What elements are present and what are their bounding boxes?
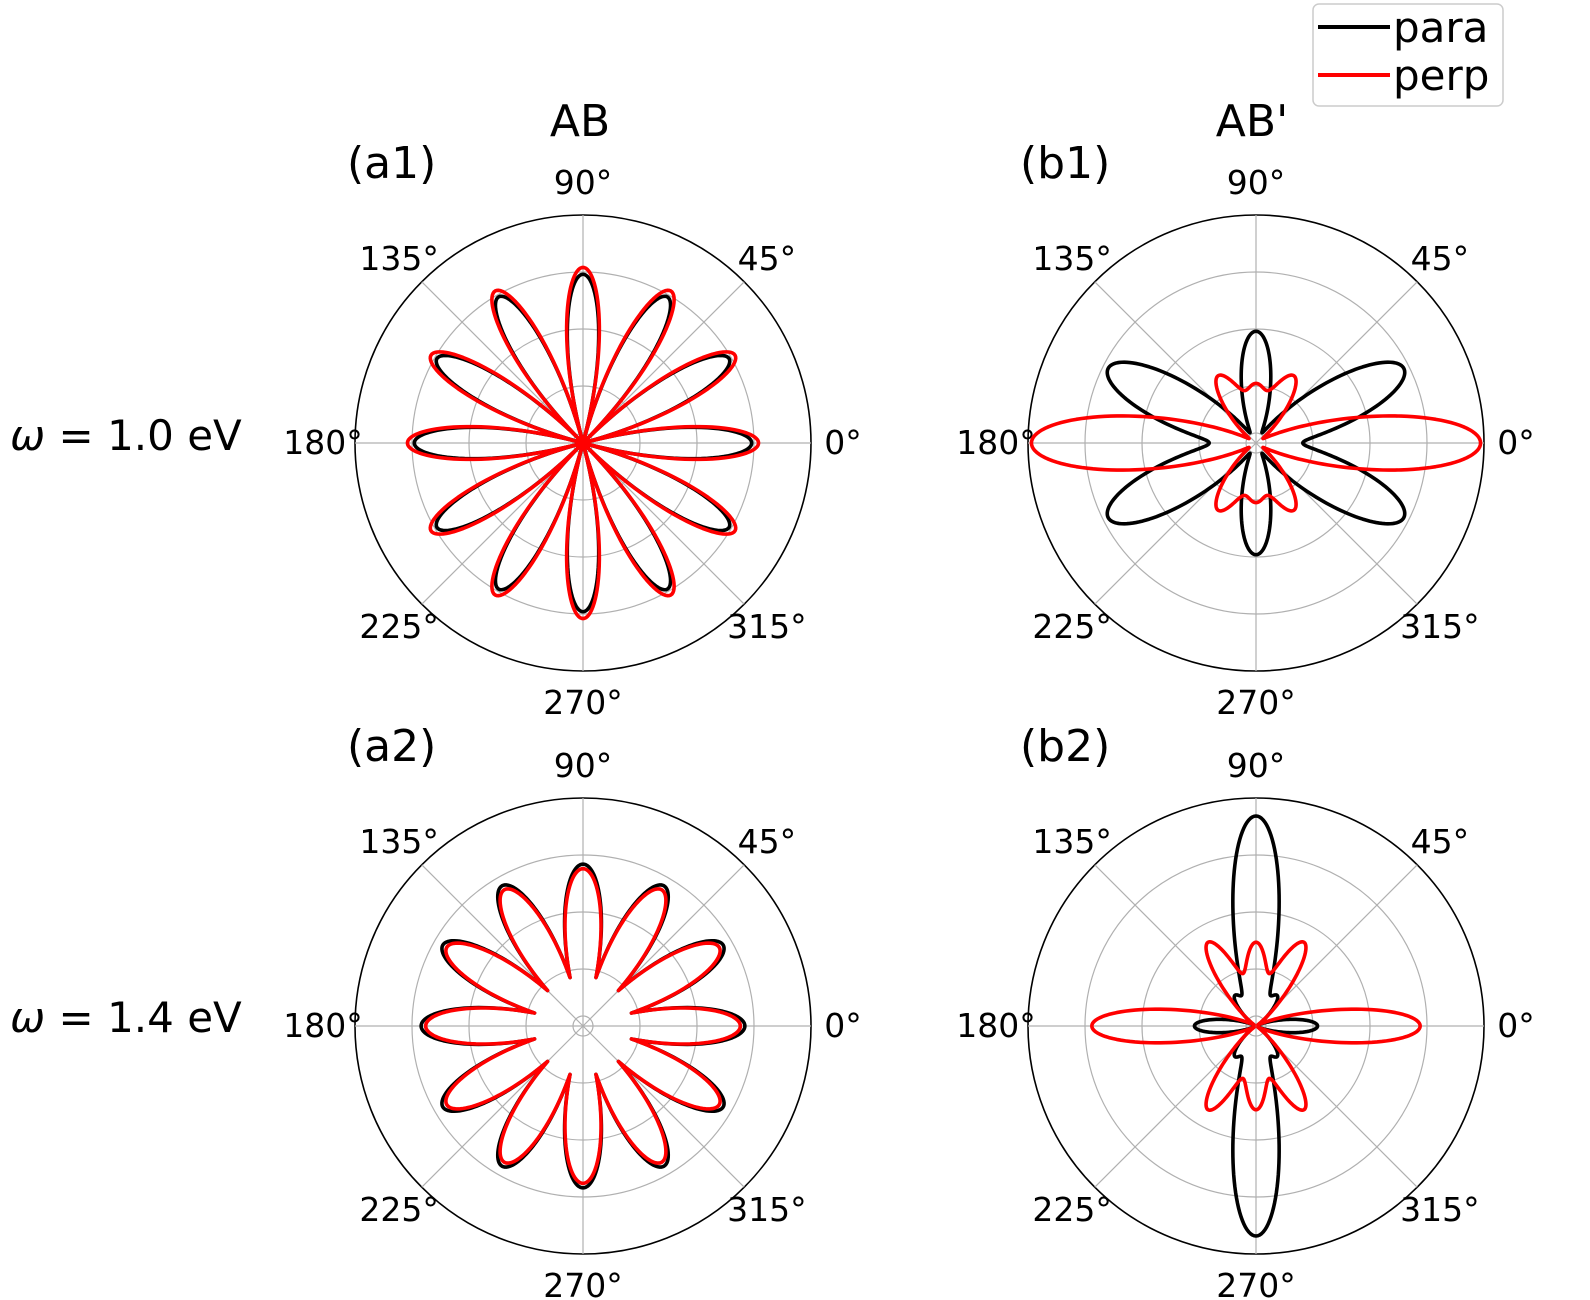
angle-tick-label: 225° bbox=[359, 607, 439, 646]
angle-tick-label: 270° bbox=[1216, 1266, 1296, 1300]
angle-tick-label: 180° bbox=[283, 423, 363, 462]
angle-tick-label: 90° bbox=[554, 163, 613, 202]
legend-frame bbox=[1312, 3, 1504, 107]
panel-a1: 0° 45° 90° 135° 180° 225° 270° 315° (a1) bbox=[283, 138, 862, 722]
angle-tick-label: 180° bbox=[283, 1006, 363, 1045]
row-label-2-value: = 1.4 eV bbox=[45, 993, 242, 1042]
row-label-1-symbol: ω bbox=[10, 411, 45, 460]
panel-label: (a1) bbox=[347, 138, 436, 189]
angle-tick-label: 315° bbox=[727, 1190, 807, 1229]
panel-b2: 0° 45° 90° 135° 180° 225° 270° 315° (b2) bbox=[956, 721, 1535, 1300]
angle-tick-label: 315° bbox=[727, 607, 807, 646]
angular-grid-line bbox=[582, 864, 745, 1027]
angle-tick-label: 180° bbox=[956, 423, 1036, 462]
angle-tick-label: 90° bbox=[554, 746, 613, 785]
row-label-1: ω = 1.0 eV bbox=[10, 411, 242, 460]
panel-label: (a2) bbox=[347, 721, 436, 772]
row-label-1-value: = 1.0 eV bbox=[45, 411, 242, 460]
series-line-para bbox=[1192, 814, 1320, 1238]
angle-tick-label: 45° bbox=[1411, 239, 1470, 278]
series-line-perp bbox=[1029, 373, 1483, 513]
angle-tick-label: 135° bbox=[359, 239, 439, 278]
angle-tick-label: 45° bbox=[738, 822, 797, 861]
angle-tick-label: 315° bbox=[1400, 607, 1480, 646]
angle-tick-label: 270° bbox=[543, 1266, 623, 1300]
angle-tick-label: 270° bbox=[543, 683, 623, 722]
panel-label: (b1) bbox=[1020, 138, 1110, 189]
angular-grid-line bbox=[421, 1025, 584, 1188]
series-line-perp bbox=[405, 265, 761, 621]
angle-tick-label: 0° bbox=[1497, 423, 1535, 462]
angle-tick-label: 135° bbox=[1032, 239, 1112, 278]
angle-tick-label: 0° bbox=[824, 1006, 862, 1045]
angle-tick-label: 225° bbox=[1032, 607, 1112, 646]
angle-tick-label: 90° bbox=[1227, 163, 1286, 202]
angle-tick-label: 0° bbox=[1497, 1006, 1535, 1045]
row-label-2-symbol: ω bbox=[10, 993, 45, 1042]
legend: para perp bbox=[1312, 3, 1504, 107]
angle-tick-label: 45° bbox=[738, 239, 797, 278]
angle-tick-label: 0° bbox=[824, 423, 862, 462]
angle-tick-label: 225° bbox=[1032, 1190, 1112, 1229]
angle-tick-label: 135° bbox=[359, 822, 439, 861]
row-label-2: ω = 1.4 eV bbox=[10, 993, 242, 1042]
panel-b1: 0° 45° 90° 135° 180° 225° 270° 315° (b1) bbox=[956, 138, 1535, 722]
panel-a2: 0° 45° 90° 135° 180° 225° 270° 315° (a2) bbox=[283, 721, 862, 1300]
angle-tick-label: 90° bbox=[1227, 746, 1286, 785]
legend-label-para: para bbox=[1393, 3, 1488, 52]
column-title-ab: AB bbox=[550, 96, 610, 147]
series-line-para bbox=[412, 272, 754, 614]
angle-tick-label: 45° bbox=[1411, 822, 1470, 861]
series-line-para bbox=[419, 862, 747, 1190]
angular-grid-line bbox=[582, 1025, 745, 1188]
panel-label: (b2) bbox=[1020, 721, 1110, 772]
column-title-ab-prime: AB' bbox=[1216, 96, 1288, 147]
angle-tick-label: 225° bbox=[359, 1190, 439, 1229]
angle-tick-label: 135° bbox=[1032, 822, 1112, 861]
angle-tick-label: 180° bbox=[956, 1006, 1036, 1045]
series-line-perp bbox=[423, 866, 743, 1186]
angle-tick-label: 315° bbox=[1400, 1190, 1480, 1229]
series-line-para bbox=[1105, 329, 1407, 557]
series-line-perp bbox=[1090, 940, 1422, 1112]
legend-label-perp: perp bbox=[1393, 51, 1489, 100]
angle-tick-label: 270° bbox=[1216, 683, 1296, 722]
angular-grid-line bbox=[421, 864, 584, 1027]
